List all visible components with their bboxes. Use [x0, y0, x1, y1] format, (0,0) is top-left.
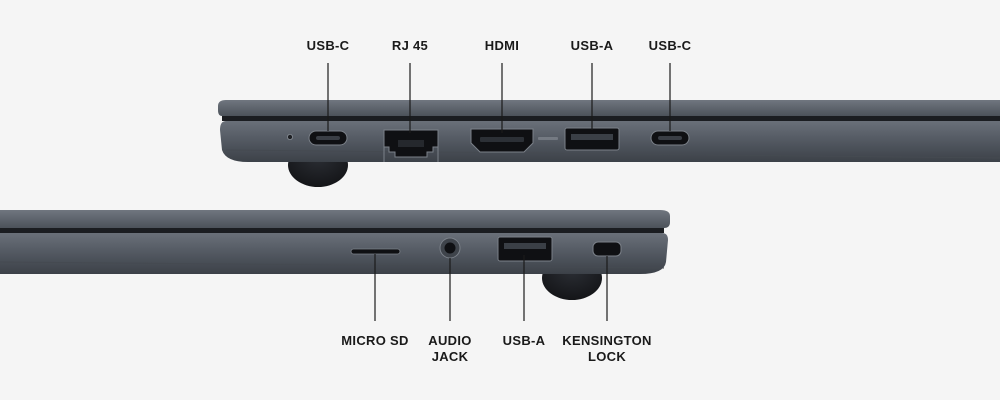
label-audio-jack: AUDIO JACK [410, 333, 490, 365]
laptop-right-side [218, 100, 1000, 187]
label-micro-sd: MICRO SD [341, 333, 409, 348]
label-audio-jack-line2: JACK [431, 349, 469, 364]
label-usb-a-left: USB-A [502, 333, 546, 348]
label-audio-jack-line1: AUDIO [428, 333, 472, 348]
bottom-leader-lines [374, 254, 608, 321]
hdmi-port [470, 128, 534, 153]
usb-a-port-right [564, 127, 620, 151]
kensington-lock-slot [592, 241, 622, 257]
laptop-base [0, 233, 668, 274]
label-kensington-line1: KENSINGTON [562, 333, 652, 348]
usb-a-port-left [497, 236, 553, 262]
rj45-port [383, 129, 439, 162]
label-usb-a-right: USB-A [570, 38, 614, 53]
laptop-left-side [0, 210, 670, 300]
label-usb-c-right: USB-C [648, 38, 692, 53]
label-usb-c-left: USB-C [306, 38, 350, 53]
hdmi-logo-mark [538, 137, 558, 140]
laptop-lid [0, 210, 670, 228]
status-led [286, 133, 293, 140]
label-hdmi: HDMI [484, 38, 520, 53]
lid-gap [0, 228, 664, 233]
micro-sd-slot [350, 248, 401, 255]
lid-gap [222, 116, 1000, 121]
label-kensington-lock: KENSINGTON LOCK [552, 333, 662, 365]
laptop-lid [218, 100, 1000, 116]
label-kensington-line2: LOCK [587, 349, 627, 364]
label-rj45: RJ 45 [391, 38, 429, 53]
top-leader-lines [327, 63, 671, 133]
